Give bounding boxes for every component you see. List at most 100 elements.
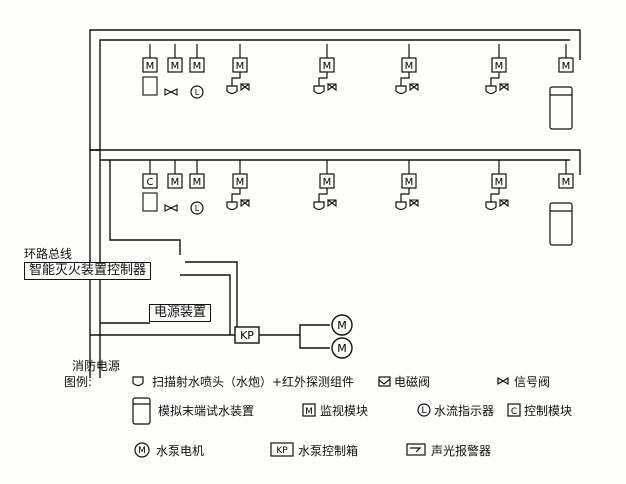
zone-2-signal-valve-icon xyxy=(164,204,178,212)
zone-2-first-module xyxy=(142,173,158,189)
zone-2-nozzle-set-4-monitor-module-text: M xyxy=(495,177,504,188)
kp-box-icon xyxy=(270,442,294,457)
legend-pump-box: 水泵控制箱 xyxy=(298,444,359,458)
alarm-icon xyxy=(406,443,426,456)
zone-2-nozzle-set-2-monitor-module-text: M xyxy=(323,177,332,188)
zone-2-nozzle-set-3-pipe xyxy=(400,188,410,202)
solenoid-valve-icon xyxy=(378,376,391,387)
kp-symbol-text: KP xyxy=(276,446,288,456)
solenoid-valve-mark xyxy=(378,378,391,385)
nozzle-icon xyxy=(132,376,144,387)
pump-motor-2: M xyxy=(331,337,353,359)
bus-line-top xyxy=(99,39,570,160)
legend-signal-valve: 信号阀 xyxy=(514,375,551,389)
pipe-line-mid xyxy=(90,149,581,175)
pump-motor-label: M xyxy=(337,342,347,355)
zone-1-flow-monitor-module-text: M xyxy=(193,61,202,72)
monitor-module-icon xyxy=(302,403,316,417)
zone-1-nozzle-set-2-monitor-module-text: M xyxy=(323,61,332,72)
legend-monitor-module: 监视模块 xyxy=(320,404,369,418)
zone-1-nozzle-set-2-pipe xyxy=(318,72,328,86)
zone-2-nozzle-set-3-monitor-module-text: M xyxy=(405,177,414,188)
flow-indicator-icon xyxy=(417,403,431,417)
controller-bus xyxy=(109,160,181,255)
zone-1-flow-monitor-module xyxy=(189,57,205,73)
zone-2-nozzle-set-2-pipe xyxy=(318,188,328,202)
zone-1-nozzle-set-1-solenoid-valve-icon xyxy=(240,82,250,92)
zone-1-first-module-text: M xyxy=(146,61,155,72)
fire-power-label: 消防电源 xyxy=(72,359,121,373)
zone-2-end-monitor-module-text: M xyxy=(562,177,571,188)
pump-motor-icon xyxy=(134,442,150,458)
flow-indicator-symbol-text: L xyxy=(421,406,426,416)
zone-1-nozzle-set-4-solenoid-valve-icon xyxy=(499,82,509,92)
zone-2-flow-monitor-module-text: M xyxy=(193,177,202,188)
zone-1-flow-indicator-text: L xyxy=(195,88,200,97)
controller-box: 智能灭火装置控制器 xyxy=(24,262,152,280)
signal-valve-icon xyxy=(497,376,509,386)
zone-1-nozzle-set-2-nozzle-icon xyxy=(313,85,325,95)
legend-alarm: 声光报警器 xyxy=(431,444,492,458)
zone-2-nozzle-set-1-solenoid-valve-icon xyxy=(240,198,250,208)
pump-motor-label: M xyxy=(337,319,347,332)
zone-2-end-test-device xyxy=(549,202,573,246)
zone-2-nozzle-set-1-pipe xyxy=(231,188,241,202)
legend-solenoid-valve: 电磁阀 xyxy=(394,375,431,389)
legend-symbols xyxy=(132,376,521,458)
zone-1-end-monitor-module-text: M xyxy=(562,61,571,72)
zone-1-nozzle-set-1-nozzle-icon xyxy=(226,85,238,95)
zone-1-end-test-small xyxy=(142,76,158,96)
zone-1-nozzle-set-2-solenoid-valve-icon xyxy=(327,82,337,92)
controller-kp-link-2 xyxy=(185,261,238,335)
legend-symbol-text: M L C M KP xyxy=(138,406,517,456)
legend-nozzle: 扫描射水喷头（水炮）+红外探测组件 xyxy=(152,375,355,389)
kp-box: KP xyxy=(234,326,260,344)
zone-1-nozzle-set-4-nozzle-icon xyxy=(485,85,497,95)
controller-kp-link xyxy=(180,274,231,335)
zone-2-nozzle-set-3-solenoid-valve-icon xyxy=(409,198,419,208)
zone-1-nozzle-set-3-nozzle-icon xyxy=(395,85,407,95)
power-unit-box: 电源装置 xyxy=(149,304,212,322)
zone-2-nozzle-set-3-nozzle-icon xyxy=(395,201,407,211)
zone-1-nozzle-set-3-pipe xyxy=(400,72,410,86)
zone-2-flow-indicator-text: L xyxy=(195,204,200,213)
legend-title: 图例: xyxy=(64,375,93,389)
control-module-icon xyxy=(507,403,521,417)
alarm-icon-mark xyxy=(410,447,422,453)
legend-pump-motor: 水泵电机 xyxy=(156,444,205,458)
zone-1-signal-monitor-module-text: M xyxy=(171,61,180,72)
zone-1-nozzle-set-1-pipe xyxy=(231,72,241,86)
wiring xyxy=(89,29,581,378)
zone-2-flow-monitor-module xyxy=(189,173,205,189)
zone-1-nozzle-set-3-solenoid-valve-icon xyxy=(409,82,419,92)
devices: M M M L M M M M M C M M L M M M M M xyxy=(142,44,574,246)
zone-1-end-test-device xyxy=(549,86,573,130)
zone-1-nozzle-set-1-monitor-module-text: M xyxy=(236,61,245,72)
zone-1-first-module xyxy=(142,57,158,73)
zone-1-signal-valve-icon xyxy=(164,88,178,96)
kp-motor-link-1 xyxy=(258,324,330,336)
zone-2-end-monitor-module xyxy=(558,173,574,189)
zone-2-nozzle-set-4-nozzle-icon xyxy=(485,201,497,211)
loop-bus-label: 环路总线 xyxy=(24,247,73,261)
zone-2-signal-monitor-module xyxy=(167,173,183,189)
pipe-line-top xyxy=(89,29,581,150)
end-test-icon xyxy=(132,397,151,425)
zone-1-nozzle-set-3-monitor-module-text: M xyxy=(405,61,414,72)
zone-1-flow-indicator-icon xyxy=(190,85,204,99)
zone-2-signal-monitor-module-text: M xyxy=(171,177,180,188)
zone-2-end-test-small xyxy=(142,192,158,212)
zone-2-nozzle-set-1-monitor-module-text: M xyxy=(236,177,245,188)
pump-motor-symbol-text: M xyxy=(138,446,146,456)
zone-1-nozzle-set-4-pipe xyxy=(490,72,500,86)
pump-motor-1: M xyxy=(331,314,353,336)
zone-2-nozzle-set-2-nozzle-icon xyxy=(313,201,325,211)
zone-2-first-module-text: C xyxy=(147,177,154,188)
kp-label: KP xyxy=(240,329,254,342)
zone-2-flow-indicator-icon xyxy=(190,201,204,215)
zone-1-nozzle-set-4-monitor-module-text: M xyxy=(495,61,504,72)
zone-2-nozzle-set-4-pipe xyxy=(490,188,500,202)
zone-2-nozzle-set-1-nozzle-icon xyxy=(226,201,238,211)
